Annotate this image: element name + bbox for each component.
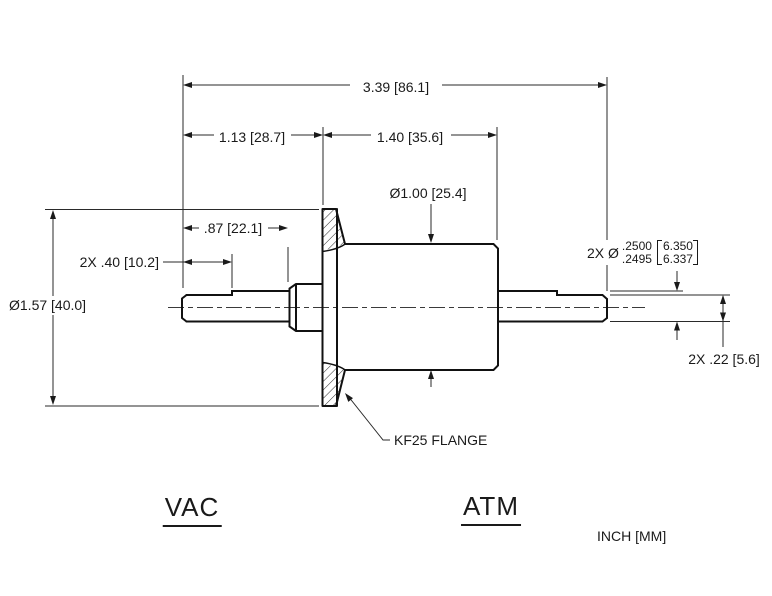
body (344, 243, 499, 371)
vac-shaft-top (185, 290, 291, 296)
atm-shaft-bottom (497, 317, 608, 323)
vacuum-side-label: VAC (162, 492, 222, 527)
hub-boss (288, 283, 324, 332)
shaft-flat-height-dimension: 2X .22 [5.6] (685, 352, 763, 367)
shaft-diameter-inch-tolerance: .2500 .2495 (622, 240, 652, 265)
part-outline (181, 208, 608, 407)
flange-hatch (322, 209, 345, 406)
right-bracket (692, 240, 698, 265)
shaft-diameter-prefix: 2X Ø (587, 244, 619, 261)
tol-mm-upper: 6.350 (662, 239, 693, 253)
vac-shaft-length-dimension: .87 [22.1] (200, 221, 266, 236)
atm-body-length-dimension: 1.40 [35.6] (373, 130, 447, 145)
vac-length-dimension: 1.13 [28.7] (215, 130, 289, 145)
atmosphere-side-label: ATM (461, 491, 521, 526)
shaft-flat-length-dimension: 2X .40 [10.2] (76, 255, 162, 270)
flange-weld-arcs (321, 243, 346, 371)
overall-length-dimension: 3.39 [86.1] (359, 80, 433, 95)
atm-shaft-top (497, 290, 608, 300)
kf25-flange (321, 208, 346, 407)
dimension-arrowheads (50, 82, 726, 405)
body-diameter-dimension: Ø1.00 [25.4] (386, 186, 470, 201)
flange-callout: KF25 FLANGE (391, 433, 491, 448)
tol-mm-lower: 6.337 (662, 251, 693, 266)
shaft-diameter-mm-tolerance: 6.350 6.337 (663, 240, 693, 265)
flange-diameter-dimension: Ø1.57 [40.0] (6, 298, 90, 313)
left-bracket (656, 240, 662, 265)
vac-shaft-end (181, 294, 188, 323)
tol-lower: .2495 (621, 251, 652, 266)
shaft-diameter-dimension: 2X Ø .2500 .2495 6.350 6.337 (585, 240, 700, 265)
tol-upper: .2500 (621, 239, 652, 253)
units-note: INCH [MM] (597, 528, 667, 544)
